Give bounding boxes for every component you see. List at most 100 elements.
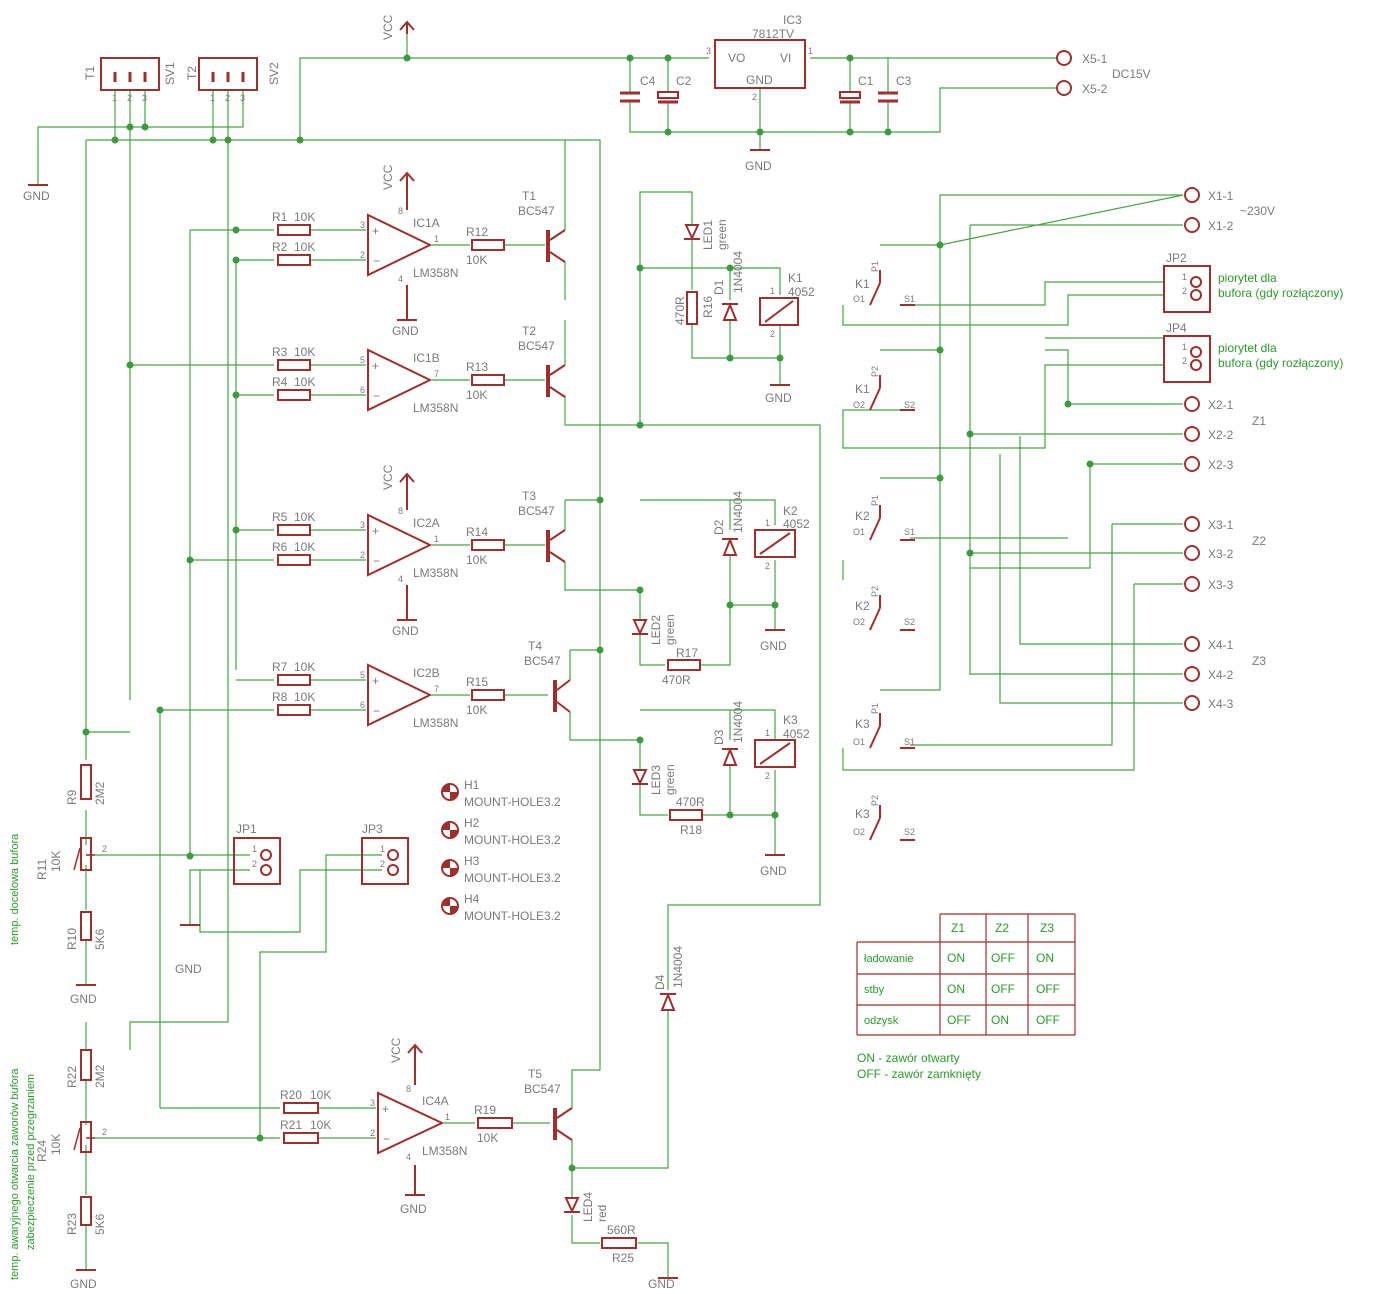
svg-text:1: 1 bbox=[770, 286, 775, 296]
svg-text:1N4004: 1N4004 bbox=[731, 701, 745, 743]
svg-text:+: + bbox=[372, 524, 379, 538]
svg-text:8: 8 bbox=[398, 206, 403, 216]
svg-text:4: 4 bbox=[406, 1152, 411, 1162]
svg-text:10K: 10K bbox=[294, 345, 315, 359]
svg-text:4052: 4052 bbox=[783, 517, 810, 531]
svg-text:H2: H2 bbox=[464, 816, 480, 830]
svg-text:T2: T2 bbox=[185, 66, 199, 80]
svg-text:S2: S2 bbox=[904, 400, 915, 410]
svg-text:−: − bbox=[373, 389, 380, 403]
svg-text:temp. awaryjnego otwarcia zawo: temp. awaryjnego otwarcia zaworów bufora bbox=[9, 1068, 21, 1280]
svg-text:7: 7 bbox=[434, 684, 439, 694]
svg-text:10K: 10K bbox=[310, 1118, 331, 1132]
jumper-labels: JP1 JP3 JP2 JP4 12 12 12 12 piorytet dla… bbox=[236, 251, 1343, 869]
svg-text:2: 2 bbox=[1182, 356, 1187, 366]
connector-labels: X5-1 X5-2 DC15V X1-1 X1-2 ~230V X2-1 X2-… bbox=[1082, 52, 1275, 711]
svg-text:4: 4 bbox=[398, 574, 403, 584]
svg-text:10K: 10K bbox=[466, 703, 487, 717]
svg-text:R25: R25 bbox=[612, 1251, 634, 1265]
svg-text:R13: R13 bbox=[466, 360, 488, 374]
svg-text:+: + bbox=[382, 1102, 389, 1116]
svg-text:1: 1 bbox=[252, 844, 257, 854]
svg-text:10K: 10K bbox=[294, 660, 315, 674]
svg-text:3: 3 bbox=[142, 93, 147, 103]
svg-text:2: 2 bbox=[252, 859, 257, 869]
svg-text:BC547: BC547 bbox=[524, 1082, 561, 1096]
svg-text:GND: GND bbox=[392, 324, 419, 338]
svg-text:ON - zawór otwarty: ON - zawór otwarty bbox=[857, 1051, 960, 1065]
table-cell: ON bbox=[1036, 951, 1054, 965]
svg-text:GND: GND bbox=[648, 1277, 675, 1291]
svg-text:JP1: JP1 bbox=[236, 822, 257, 836]
svg-text:1: 1 bbox=[210, 93, 215, 103]
svg-text:R19: R19 bbox=[474, 1103, 496, 1117]
svg-text:1: 1 bbox=[434, 234, 439, 244]
svg-text:1: 1 bbox=[765, 518, 770, 528]
svg-text:R8: R8 bbox=[272, 690, 288, 704]
svg-text:−: − bbox=[373, 554, 380, 568]
svg-text:BC547: BC547 bbox=[518, 504, 555, 518]
svg-text:~230V: ~230V bbox=[1240, 204, 1275, 218]
svg-text:2M2: 2M2 bbox=[93, 1064, 107, 1088]
svg-text:R20: R20 bbox=[280, 1088, 302, 1102]
svg-text:R7: R7 bbox=[272, 660, 288, 674]
svg-text:GND: GND bbox=[175, 962, 202, 976]
capacitor-labels: C4 C2 C1 C3 bbox=[640, 74, 912, 88]
svg-text:X5-2: X5-2 bbox=[1082, 82, 1108, 96]
svg-text:+: + bbox=[372, 674, 379, 688]
svg-text:Z3: Z3 bbox=[1252, 654, 1266, 668]
svg-text:H1: H1 bbox=[464, 778, 480, 792]
side-notes: temp. docelowa bufora temp. awaryjnego o… bbox=[9, 833, 37, 1280]
svg-text:O2: O2 bbox=[853, 827, 865, 837]
svg-text:1: 1 bbox=[765, 728, 770, 738]
svg-text:5K6: 5K6 bbox=[93, 1213, 107, 1235]
svg-text:R15: R15 bbox=[466, 675, 488, 689]
table-cell: OFF bbox=[991, 982, 1015, 996]
svg-text:K2: K2 bbox=[855, 599, 870, 613]
svg-text:X1-1: X1-1 bbox=[1208, 189, 1234, 203]
svg-text:2: 2 bbox=[770, 329, 775, 339]
svg-text:T1: T1 bbox=[83, 66, 97, 80]
table-cell: OFF bbox=[991, 951, 1015, 965]
svg-text:X3-1: X3-1 bbox=[1208, 518, 1234, 532]
svg-text:C4: C4 bbox=[640, 74, 656, 88]
svg-text:P2: P2 bbox=[870, 366, 880, 377]
svg-text:O2: O2 bbox=[853, 617, 865, 627]
svg-text:1: 1 bbox=[808, 46, 813, 56]
svg-text:Z2: Z2 bbox=[1252, 534, 1266, 548]
svg-text:piorytet dla: piorytet dla bbox=[1218, 341, 1277, 355]
svg-text:bufora (gdy rozłączony): bufora (gdy rozłączony) bbox=[1218, 286, 1343, 300]
regulator-ic3: IC3 7812TV VO VI GND 3 1 2 bbox=[706, 13, 813, 102]
svg-text:OFF - zawór zamknięty: OFF - zawór zamknięty bbox=[857, 1067, 981, 1081]
svg-text:1: 1 bbox=[112, 93, 117, 103]
svg-text:3: 3 bbox=[360, 520, 365, 530]
svg-text:4: 4 bbox=[398, 274, 403, 284]
svg-text:K1: K1 bbox=[855, 382, 870, 396]
svg-text:VCC: VCC bbox=[381, 464, 395, 490]
svg-text:X5-1: X5-1 bbox=[1082, 52, 1108, 66]
svg-text:LED3: LED3 bbox=[649, 765, 663, 795]
svg-text:10K: 10K bbox=[49, 1134, 63, 1155]
svg-text:2: 2 bbox=[752, 92, 757, 102]
relay-contacts bbox=[869, 270, 915, 841]
truth-table: Z1 Z2 Z3 ładowanie ON OFF ON stby ON OFF… bbox=[856, 913, 1076, 1036]
power-labels: VCC VCC VCC VCC GND GND GND GND GND GND … bbox=[23, 14, 792, 1291]
svg-text:LM358N: LM358N bbox=[413, 266, 458, 280]
svg-text:4052: 4052 bbox=[788, 285, 815, 299]
svg-text:JP2: JP2 bbox=[1166, 251, 1187, 265]
svg-text:10K: 10K bbox=[466, 388, 487, 402]
svg-text:IC1B: IC1B bbox=[413, 351, 440, 365]
svg-text:JP3: JP3 bbox=[362, 822, 383, 836]
svg-text:VI: VI bbox=[780, 51, 791, 65]
svg-text:1: 1 bbox=[445, 1112, 450, 1122]
svg-text:R2: R2 bbox=[272, 240, 288, 254]
svg-text:X2-2: X2-2 bbox=[1208, 428, 1234, 442]
svg-text:R14: R14 bbox=[466, 525, 488, 539]
opamp-ic2b: +− IC2B LM358N 56 7 bbox=[360, 663, 458, 730]
svg-text:P2: P2 bbox=[870, 586, 880, 597]
svg-text:T3: T3 bbox=[522, 489, 536, 503]
table-cell: ON bbox=[947, 951, 965, 965]
svg-text:X3-3: X3-3 bbox=[1208, 578, 1234, 592]
svg-text:LED2: LED2 bbox=[649, 615, 663, 645]
